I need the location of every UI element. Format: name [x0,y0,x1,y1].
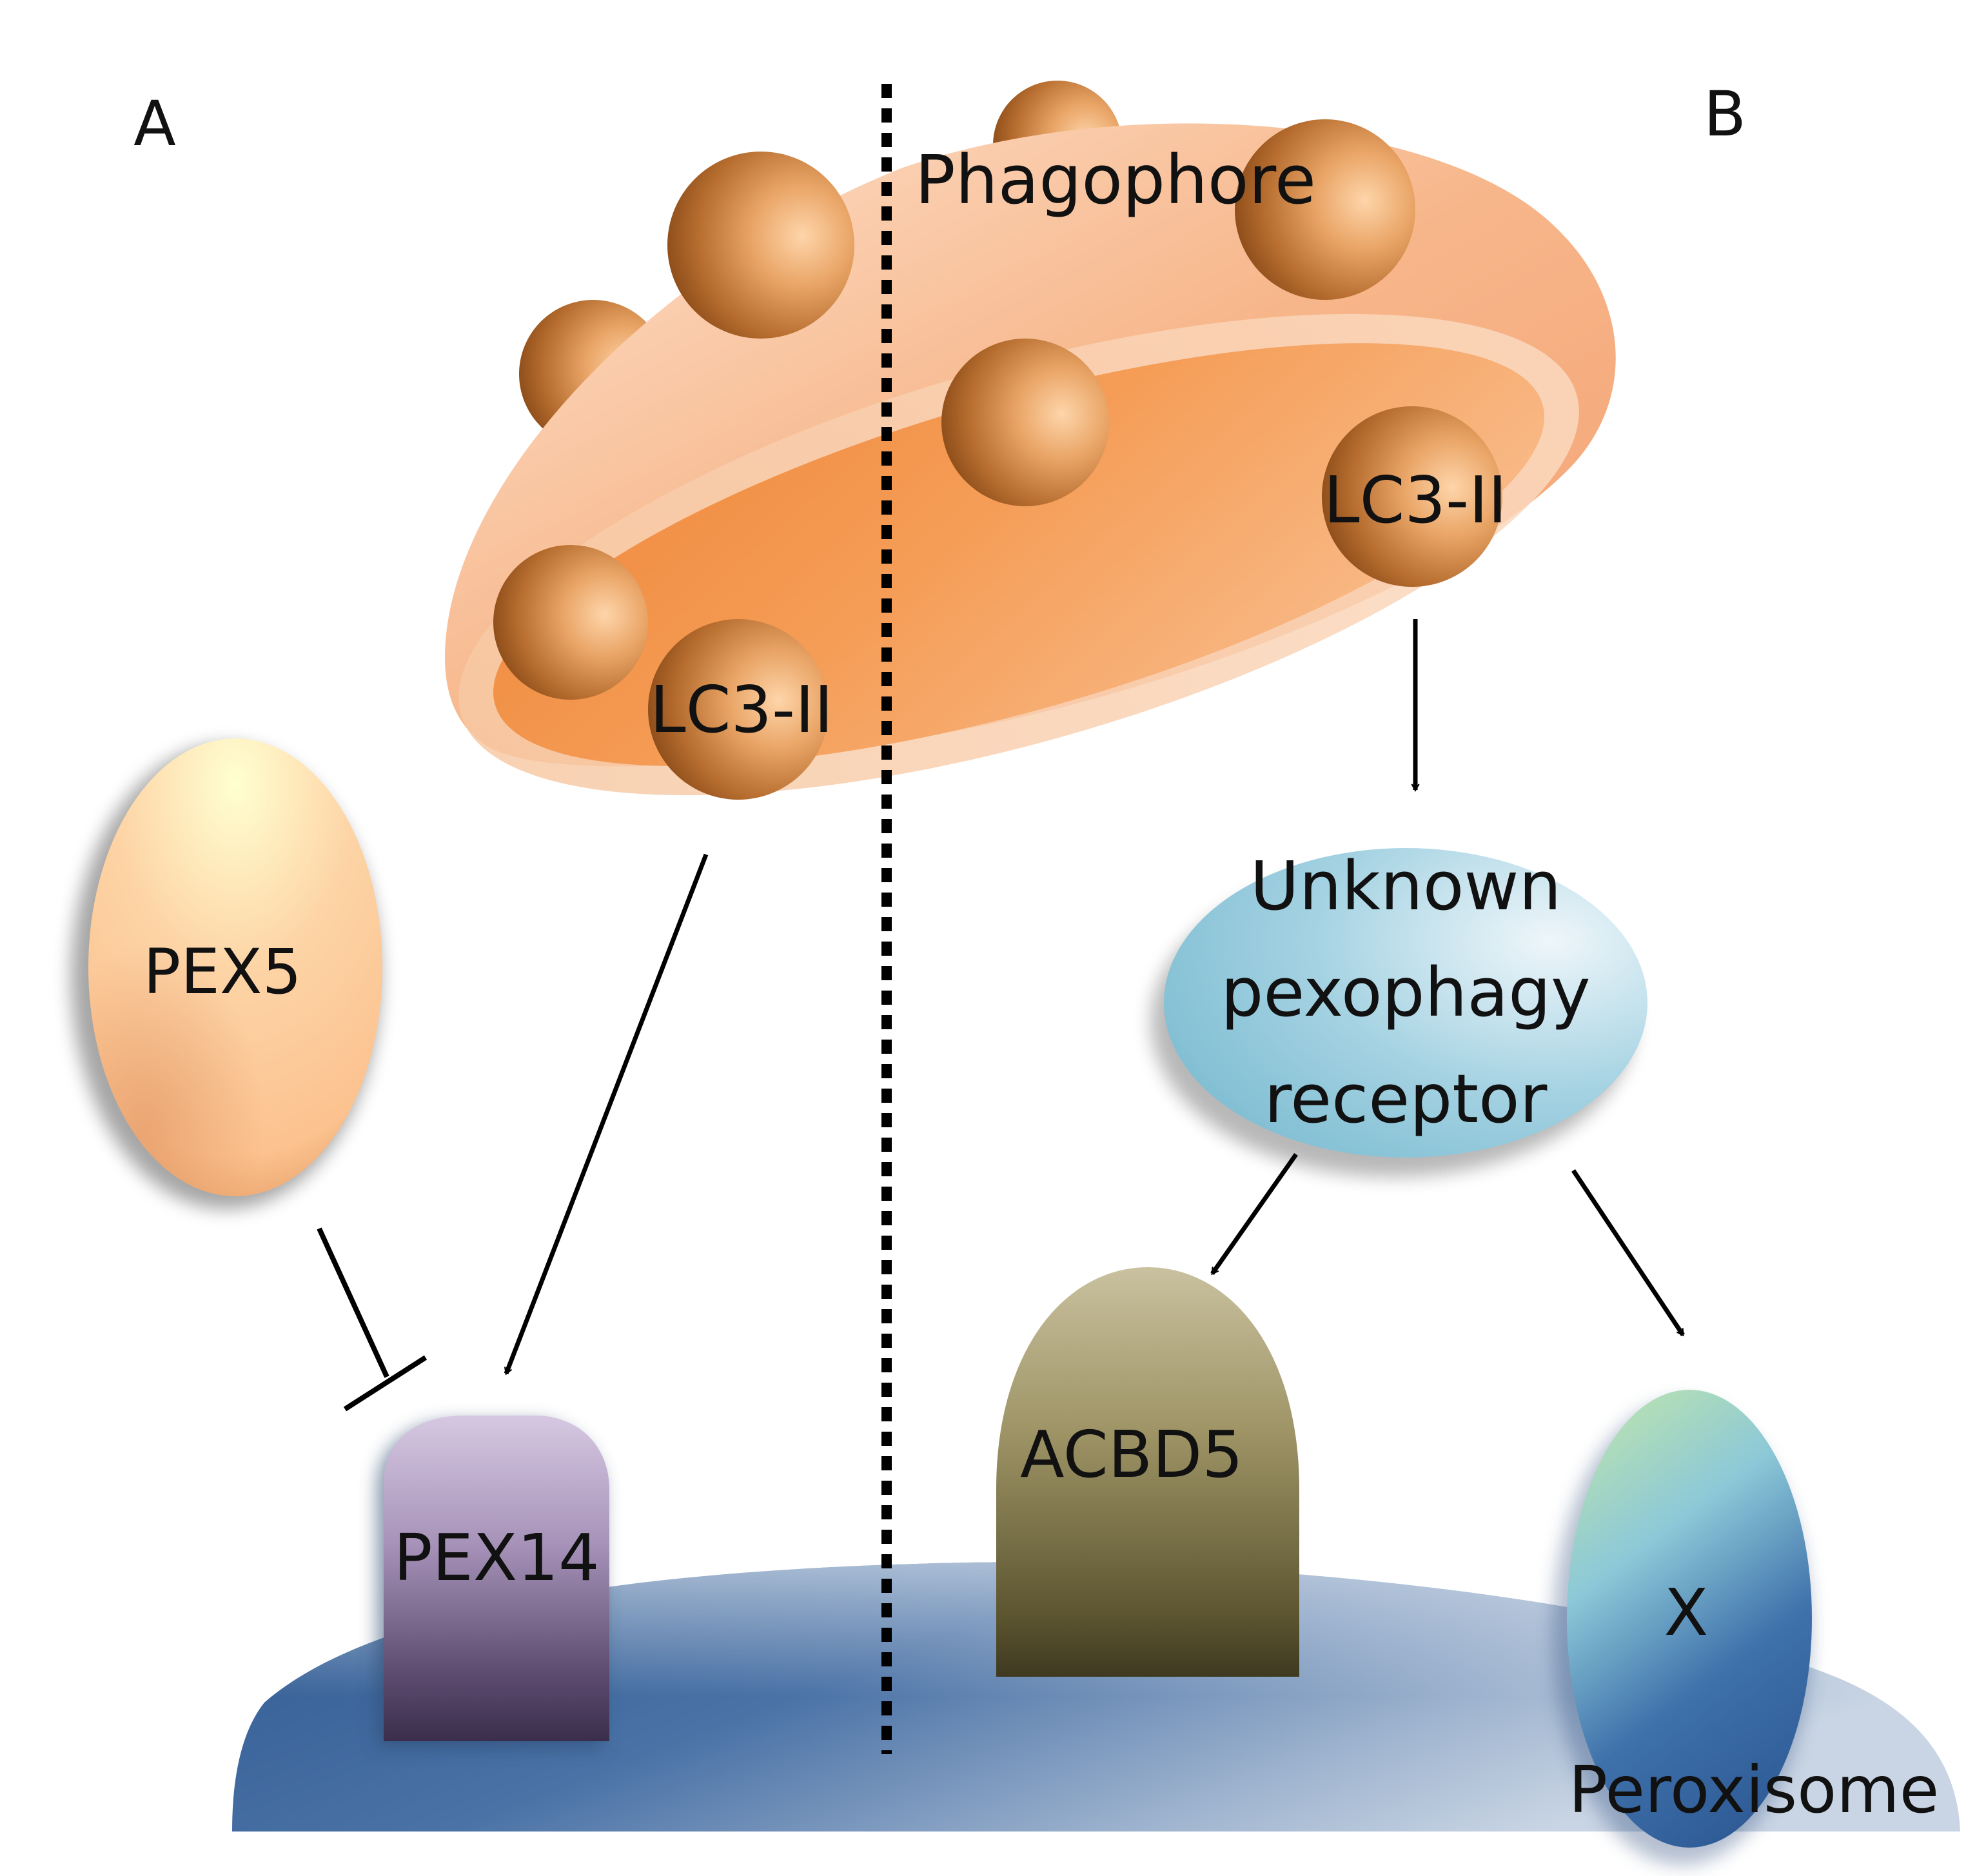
lc3-label-right: LC3-II [1324,462,1507,538]
lc3-label-left: LC3-II [650,672,833,747]
pex5-inhibits-pex14 [317,1227,428,1412]
lc3-sphere [1235,119,1415,300]
pex5-label: PEX5 [143,936,301,1008]
acbd5-label: ACBD5 [1020,1417,1243,1492]
x-protein [1553,1390,1812,1865]
acbd5 [996,1267,1299,1677]
pex5 [71,738,382,1209]
lc3-sphere [1322,406,1502,587]
phagophore [445,81,1616,800]
phagophore-label: Phagophore [915,141,1316,219]
lc3-to-pex14-arrow [504,853,709,1376]
receptor-label-line3: receptor [1264,1060,1548,1138]
pex14-label: PEX14 [393,1520,599,1595]
receptor-label-line1: Unknown [1250,847,1562,925]
panel-label-a: A [133,88,176,160]
panel-label-b: B [1704,78,1746,150]
lc3-sphere [648,619,829,800]
pex14 [377,1416,609,1748]
peroxisome [232,1562,1960,1832]
receptor-to-acbd5-arrow [1210,1152,1298,1276]
receptor-to-x-arrow [1571,1169,1685,1337]
lc3-sphere [493,545,648,700]
x-label: X [1664,1575,1709,1650]
lc3-sphere [667,152,854,339]
lc3-sphere [941,339,1109,506]
receptor-label-line2: pexophagy [1221,953,1590,1032]
peroxisome-label: Peroxisome [1569,1752,1939,1828]
unknown-pexophagy-receptor [1151,848,1647,1177]
